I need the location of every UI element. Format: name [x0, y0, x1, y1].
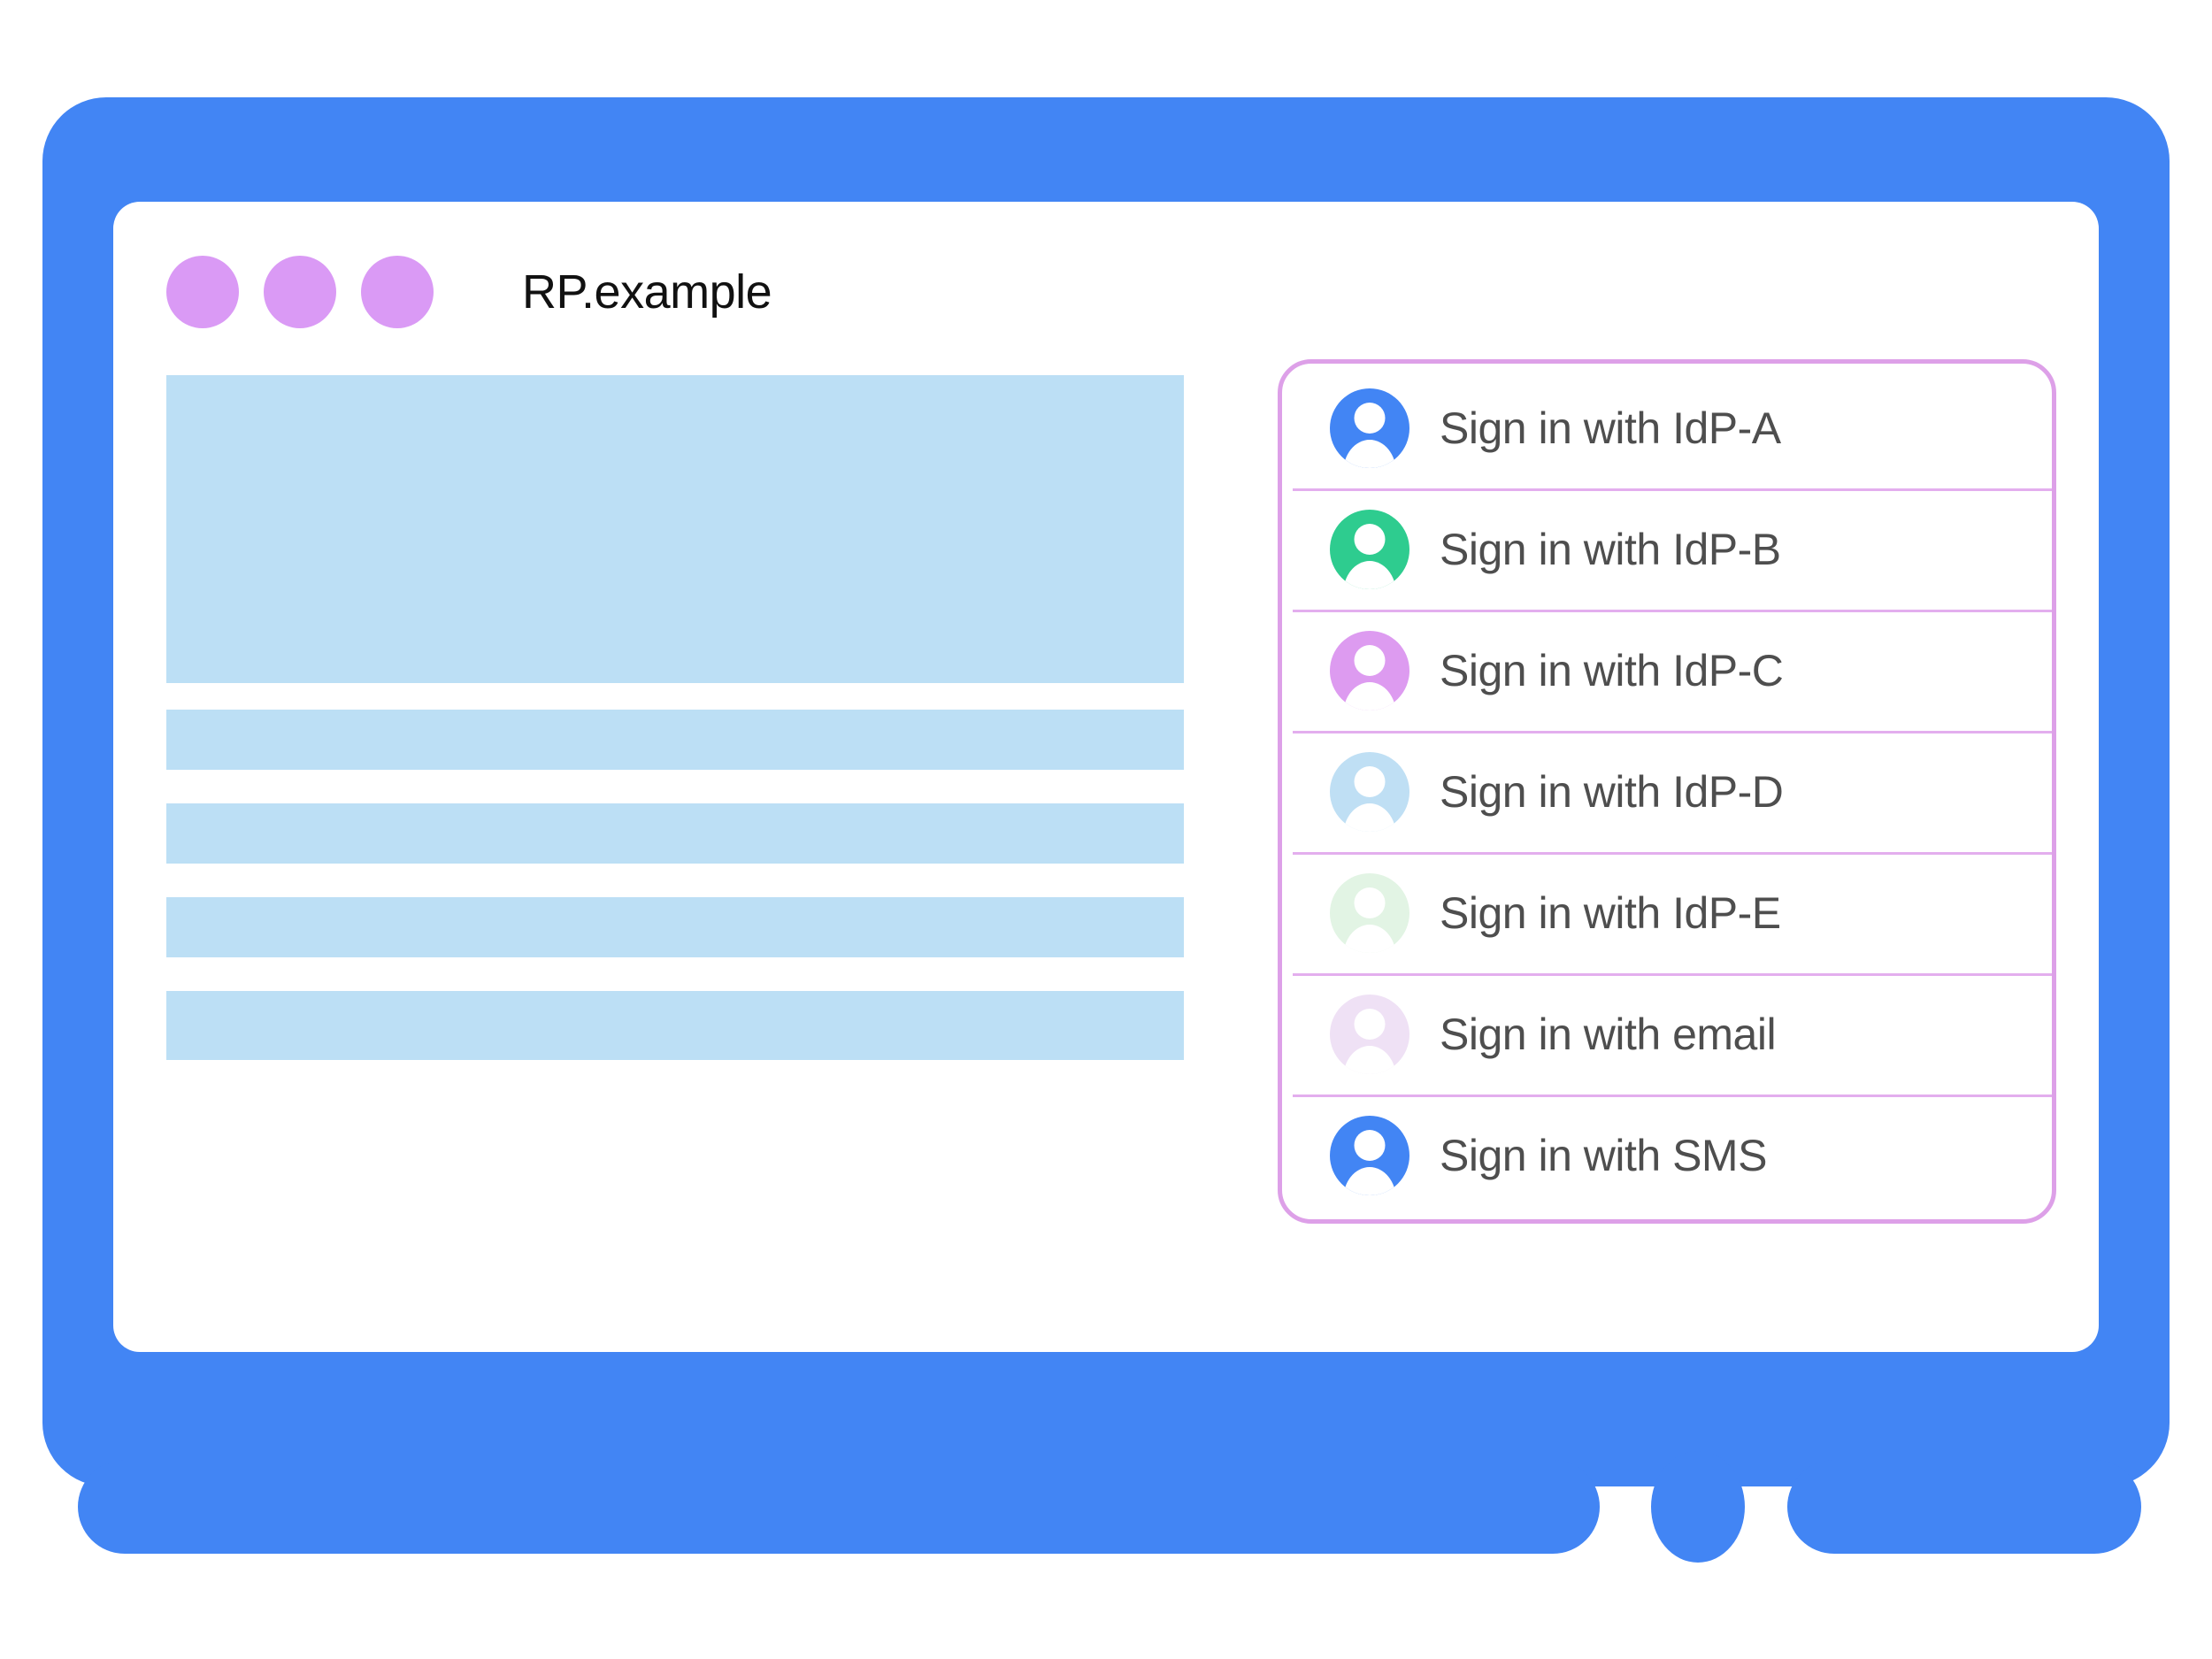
account-avatar-icon	[1330, 872, 1409, 953]
signin-option-idp-b[interactable]: Sign in with IdP-B	[1282, 488, 2052, 610]
page-content-placeholders	[166, 375, 1184, 1060]
account-avatar-icon	[1330, 994, 1409, 1074]
account-avatar-icon	[1330, 751, 1409, 832]
window-dot-3-icon[interactable]	[361, 256, 434, 328]
signin-option-label: Sign in with SMS	[1440, 1130, 1767, 1180]
signin-option-label: Sign in with IdP-D	[1440, 766, 1784, 817]
bottom-bezel-right	[1787, 1460, 2141, 1554]
device-frame: RP.example Sign in with IdP-A Sign i	[42, 97, 2170, 1563]
home-button[interactable]	[1651, 1451, 1745, 1563]
text-placeholder-4	[166, 991, 1184, 1060]
titlebar: RP.example	[166, 248, 772, 336]
signin-option-label: Sign in with IdP-C	[1440, 645, 1784, 695]
account-avatar-icon	[1330, 509, 1409, 589]
account-chooser-panel: Sign in with IdP-A Sign in with IdP-B Si…	[1278, 359, 2056, 1224]
signin-option-idp-d[interactable]: Sign in with IdP-D	[1282, 731, 2052, 852]
account-avatar-icon	[1330, 388, 1409, 468]
text-placeholder-3	[166, 897, 1184, 957]
hero-placeholder	[166, 375, 1184, 683]
account-avatar-icon	[1330, 630, 1409, 710]
page-title: RP.example	[522, 265, 772, 319]
signin-option-label: Sign in with email	[1440, 1009, 1777, 1059]
window-dot-2-icon[interactable]	[264, 256, 336, 328]
signin-option-label: Sign in with IdP-B	[1440, 524, 1781, 574]
signin-option-idp-c[interactable]: Sign in with IdP-C	[1282, 610, 2052, 731]
text-placeholder-2	[166, 803, 1184, 864]
signin-option-label: Sign in with IdP-A	[1440, 403, 1781, 453]
window-dot-1-icon[interactable]	[166, 256, 239, 328]
text-placeholder-1	[166, 710, 1184, 770]
signin-option-idp-a[interactable]: Sign in with IdP-A	[1282, 367, 2052, 488]
account-avatar-icon	[1330, 1115, 1409, 1195]
signin-option-idp-e[interactable]: Sign in with IdP-E	[1282, 852, 2052, 973]
signin-option-sms[interactable]: Sign in with SMS	[1282, 1094, 2052, 1216]
signin-option-email[interactable]: Sign in with email	[1282, 973, 2052, 1094]
signin-option-label: Sign in with IdP-E	[1440, 887, 1781, 938]
bottom-bezel-left	[78, 1460, 1600, 1554]
device-screen: RP.example Sign in with IdP-A Sign i	[113, 202, 2099, 1352]
